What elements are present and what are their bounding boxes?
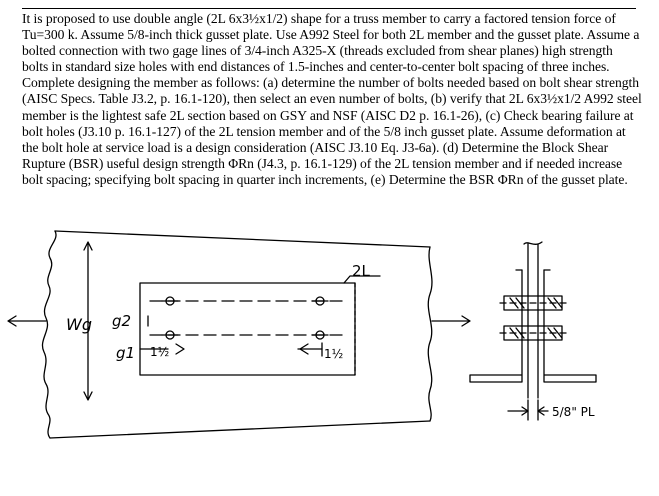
g2-label: g2 (112, 312, 131, 330)
member-label: 2L (352, 262, 371, 280)
angle-member-outline (139, 282, 356, 376)
angle-section-right (543, 269, 597, 383)
gusset-plate-outline (41, 230, 57, 439)
plate-thickness-label: 5/8" PL (552, 405, 595, 419)
tension-arrow-left (7, 315, 47, 327)
tension-arrow-right (431, 315, 471, 327)
right-end-distance: 1½ (324, 347, 343, 361)
gusset-plate-section (527, 243, 539, 399)
left-end-distance: 1½ (150, 345, 169, 359)
wg-label: Wg (66, 315, 92, 334)
problem-statement: It is proposed to use double angle (2L 6… (22, 11, 642, 187)
g1-label: g1 (116, 344, 135, 362)
top-rule (22, 8, 636, 9)
